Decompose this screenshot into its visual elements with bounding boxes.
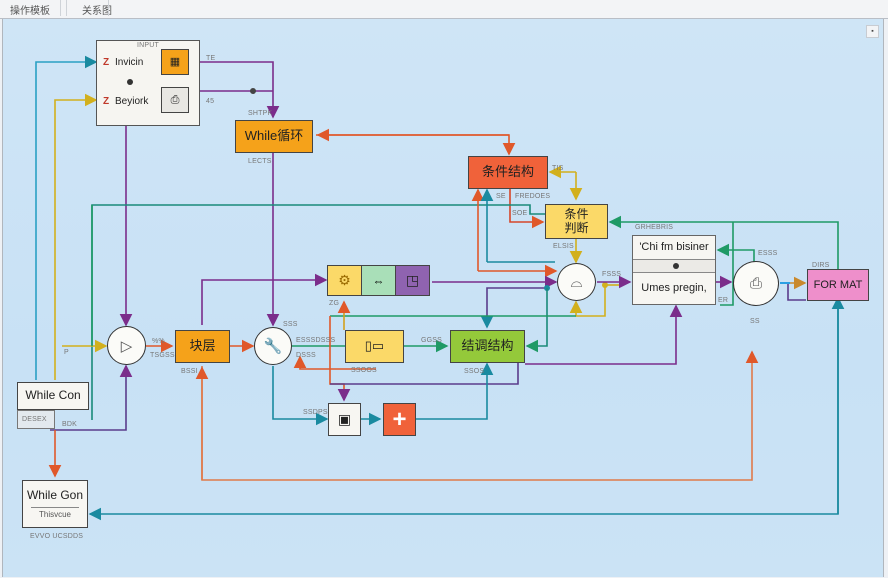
node-label: SOE	[512, 210, 528, 217]
node-label: SSOS	[464, 368, 485, 375]
wrench-circle[interactable]: 🔧	[254, 327, 292, 365]
node-text-line: 条件	[564, 206, 589, 221]
z-icon: Z	[103, 96, 110, 107]
format-node[interactable]: FOR MAT	[807, 269, 869, 301]
node-label: SSDPS	[303, 409, 328, 416]
panel-dot	[127, 79, 133, 85]
node-label: SE	[496, 193, 506, 200]
node-label: SS	[750, 318, 760, 325]
node-label: ESSSDSSS	[296, 337, 336, 344]
wire-yellow	[569, 285, 606, 317]
tab-operation-template[interactable]: 操作模板	[10, 6, 50, 17]
toolbar: 操作模板 关系图	[0, 0, 888, 19]
block-green-node[interactable]: 结调结构	[450, 330, 525, 363]
node-subtitle: Thisvcue	[38, 509, 71, 519]
block-yellow-node[interactable]: ▯▭	[345, 330, 404, 363]
wire-purple	[50, 364, 133, 431]
node-label: SSOOS	[351, 367, 377, 374]
amplifier-circle[interactable]: ▷	[107, 326, 146, 365]
node-label: BDK	[62, 421, 77, 428]
condition-structure-node[interactable]: 条件结构	[468, 156, 548, 189]
node-label: DIRS	[812, 262, 830, 269]
wire-teal	[416, 362, 494, 420]
node-label: DESEX	[22, 416, 47, 423]
wire-green	[608, 215, 839, 272]
wire-purple	[330, 362, 519, 385]
node-label: P	[64, 349, 69, 356]
wire-purple	[201, 273, 328, 325]
printer-circle[interactable]: ⎙	[733, 261, 779, 306]
node-label: ER	[718, 297, 729, 304]
node-label: FREDOES	[515, 193, 551, 200]
tab-separator	[66, 0, 67, 16]
display-box-node[interactable]: ▣	[328, 403, 361, 436]
frame-icon[interactable]: ◳	[396, 266, 429, 295]
block-orange-node[interactable]: 块层	[175, 330, 230, 363]
node-label: EVVO UCSDDS	[30, 533, 84, 540]
string-line-1: 'Chi fm bisiner	[633, 236, 715, 260]
string-node[interactable]: 'Chi fm bisiner Umes pregin,	[632, 235, 716, 305]
node-label: LECTS	[248, 158, 272, 165]
node-text-line: 判断	[564, 220, 589, 235]
gear-icon[interactable]: ⚙	[328, 266, 362, 295]
wire-green	[716, 243, 755, 262]
node-label: %%	[152, 338, 165, 345]
stop-circle[interactable]: ⌓	[557, 263, 596, 301]
wire-red	[509, 189, 545, 229]
node-label: ELSIS	[553, 243, 574, 250]
node-label: SHTPK	[248, 110, 273, 117]
z-icon: Z	[103, 57, 110, 68]
node-label: TSGSS	[150, 352, 175, 359]
panel-row1-label: Invicin	[115, 57, 144, 68]
tool-strip: ⚙ ⇔ ◳	[327, 265, 430, 296]
port-label: 45	[206, 98, 215, 105]
panel-header: INPUT	[137, 42, 159, 49]
string-line-2: Umes pregin,	[641, 282, 707, 294]
wire-orange	[316, 134, 516, 156]
port-label: TE	[206, 55, 216, 62]
expand-icon[interactable]: ▪	[866, 25, 879, 38]
node-label: FSSS	[602, 271, 622, 278]
wire-yellow	[54, 93, 98, 380]
node-label: SSS	[283, 321, 298, 328]
node-label: DSSS	[296, 352, 316, 359]
while-gon-node[interactable]: While Gon Thisvcue	[22, 480, 88, 528]
node-divider	[31, 506, 79, 508]
node-label: GRHEBRIS	[635, 224, 674, 231]
node-label: GGSS	[421, 337, 443, 344]
wire-teal	[272, 366, 329, 426]
wire-teal	[91, 204, 545, 420]
printer-icon[interactable]: ⎙	[161, 87, 189, 113]
wire-orange	[329, 316, 351, 402]
node-label: TIS	[552, 165, 564, 172]
node-label: BSSI	[181, 368, 198, 375]
node-label: ESSS	[758, 250, 778, 257]
wire-teal	[35, 55, 98, 380]
panel-row2-label: Beyiork	[115, 96, 149, 107]
wire-purple	[480, 287, 547, 329]
string-divider	[633, 260, 715, 273]
wire-green	[525, 288, 548, 353]
tab-separator	[108, 0, 109, 16]
plus-box-node[interactable]: +	[383, 403, 416, 436]
tab-relation-diagram[interactable]: 关系图	[82, 6, 112, 17]
calendar-icon[interactable]: ▦	[161, 49, 189, 75]
while-con-subpanel: DESEX	[17, 410, 55, 429]
hand-icon[interactable]: ⇔	[362, 266, 396, 295]
while-loop-node[interactable]: While循环	[235, 120, 313, 153]
condition-judge-node[interactable]: 条件 判断	[545, 204, 608, 239]
wire-purple	[525, 304, 683, 365]
tab-separator	[60, 0, 61, 16]
node-label: ZG	[329, 300, 340, 307]
while-con-node[interactable]: While Con	[17, 382, 89, 410]
input-panel[interactable]: INPUT Z Invicin Z Beyiork ▦ ⎙	[96, 40, 200, 126]
node-title: While Gon	[26, 488, 84, 502]
wire-purple	[200, 61, 280, 119]
